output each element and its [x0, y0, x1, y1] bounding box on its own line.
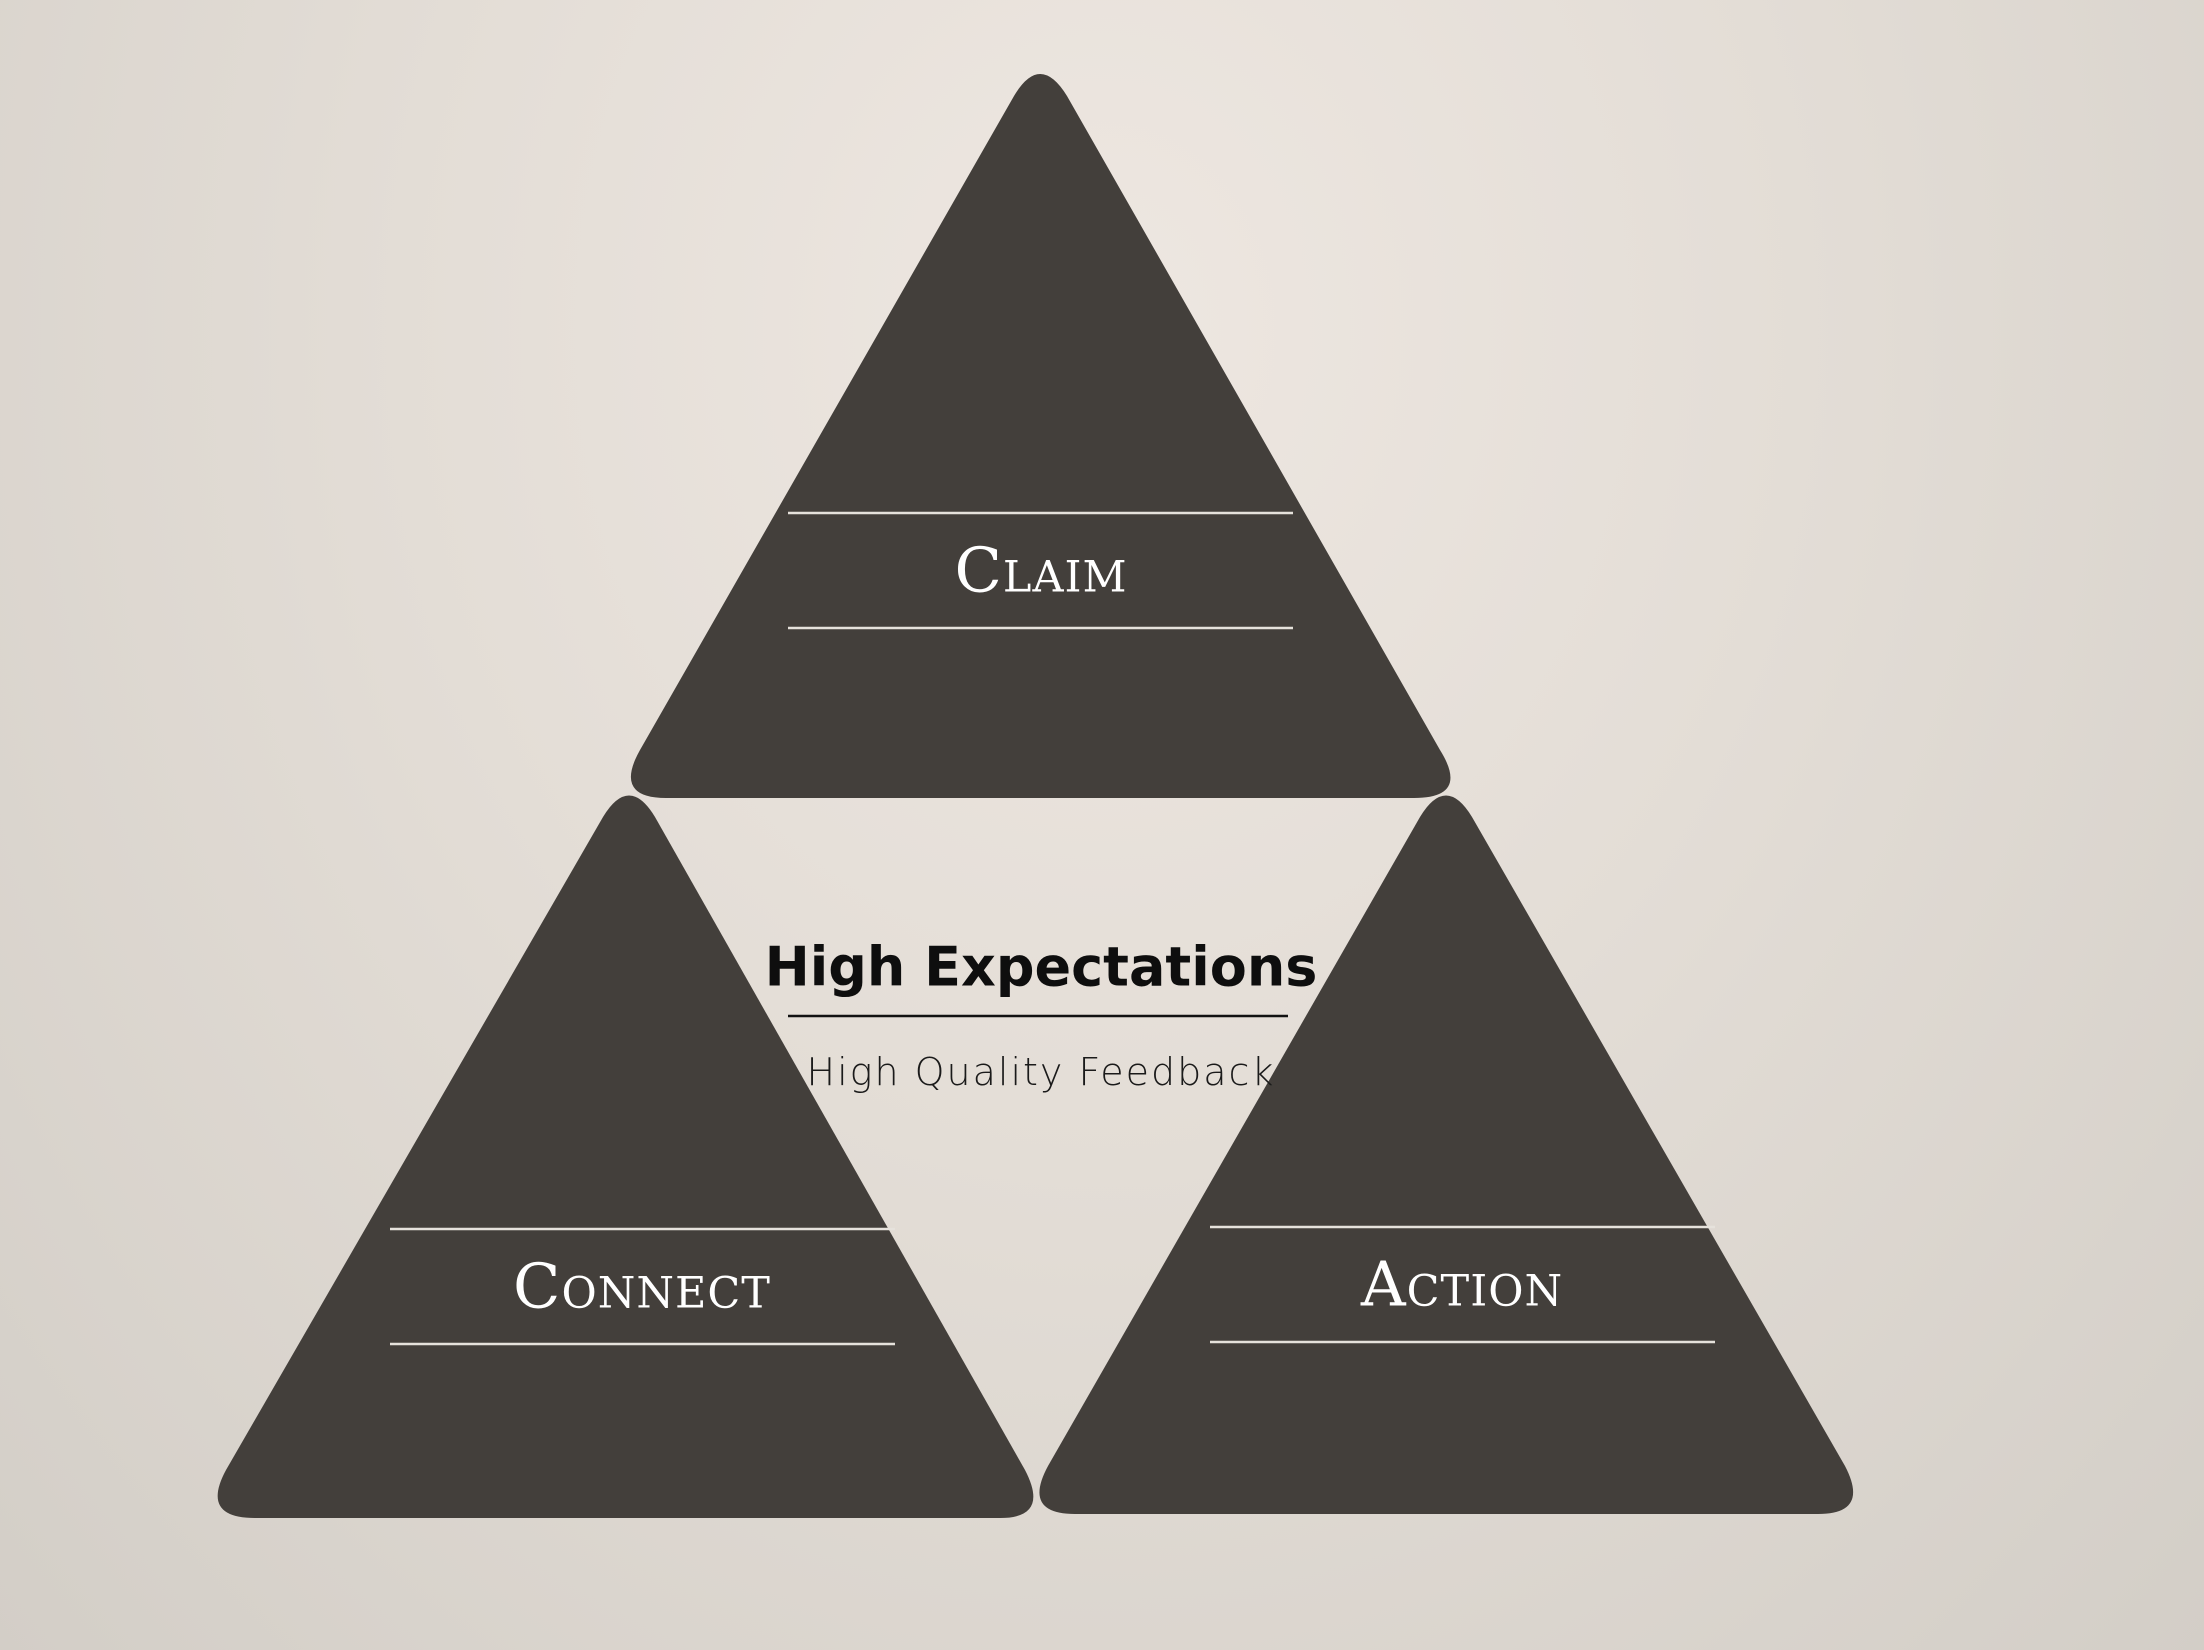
connect-label: Connect — [513, 1249, 771, 1323]
triangle-claim — [630, 74, 1451, 798]
claim-label: Claim — [954, 533, 1128, 607]
triangle-action — [1039, 795, 1854, 1514]
center-title: High Expectations — [764, 935, 1318, 999]
center-subtitle: High Quality Feedback — [806, 1050, 1276, 1094]
action-label: Action — [1360, 1247, 1564, 1321]
triangle-connect — [217, 795, 1034, 1518]
